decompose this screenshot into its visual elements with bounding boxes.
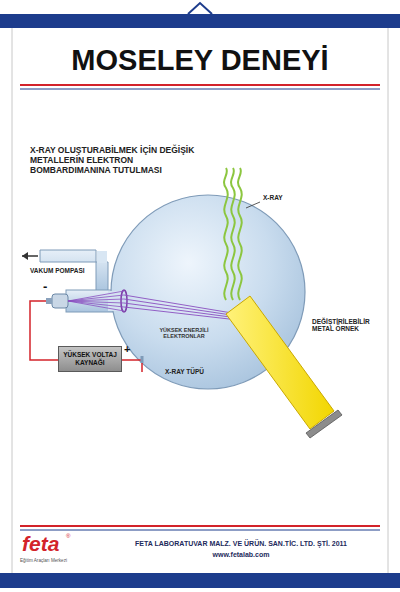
anode-wire: [122, 360, 142, 372]
poster-title: MOSELEY DENEYİ: [0, 44, 400, 77]
tube-neck: [66, 290, 126, 312]
plus-sign: +: [124, 343, 136, 356]
bottom-rail: [0, 573, 400, 588]
anode-stub: [141, 356, 144, 363]
company-name: FETA LABORATUVAR MALZ. VE ÜRÜN. SAN.TİC.…: [100, 540, 382, 548]
xray-leader: [246, 202, 260, 208]
box-label: YÜKSEK VOLTAJ KAYNAĞI: [62, 351, 118, 367]
poster-edge: [12, 28, 13, 573]
registered-mark: ®: [66, 533, 74, 540]
logo-text: feta: [22, 532, 68, 556]
cathode-pin: [46, 298, 52, 304]
footer-rule: [20, 530, 380, 531]
title-rule: [20, 84, 380, 86]
electron-beam: [124, 295, 238, 320]
xray-label: X-RAY: [263, 194, 313, 201]
company-web: www.fetalab.com: [100, 551, 382, 559]
tube-label: X-RAY TÜPÜ: [165, 368, 225, 375]
cathode: [52, 294, 68, 308]
voltage-source-box: YÜKSEK VOLTAJ KAYNAĞI: [58, 346, 122, 372]
sample-label: DEĞİŞTİRİLEBİLİR METAL ÖRNEK: [312, 318, 382, 333]
focus-ring: [121, 290, 127, 312]
xray-waves: [224, 168, 242, 300]
neck-join: [108, 291, 122, 311]
sample-holder: [306, 410, 342, 438]
cathode-wire: [30, 301, 58, 360]
footer-rule: [20, 525, 380, 527]
title-rule: [20, 89, 380, 90]
top-rail: [0, 14, 400, 28]
electron-fan: [68, 291, 124, 311]
hanger-cord: [188, 3, 212, 14]
subtitle-text: X-RAY OLUŞTURABİLMEK İÇİN DEĞİŞİK METALL…: [30, 146, 200, 175]
pump-label: VAKUM POMPASI: [30, 267, 88, 274]
logo-tagline: Eğitim Araçları Merkezi: [20, 558, 100, 563]
poster-edge: [388, 28, 389, 573]
pipe-joint: [97, 251, 107, 263]
beam-label: YÜKSEK ENERJİLİ ELEKTRONLAR: [148, 327, 220, 340]
metal-sample: [226, 296, 334, 429]
minus-sign: -: [43, 280, 53, 295]
pump-arrowhead: [22, 252, 28, 260]
